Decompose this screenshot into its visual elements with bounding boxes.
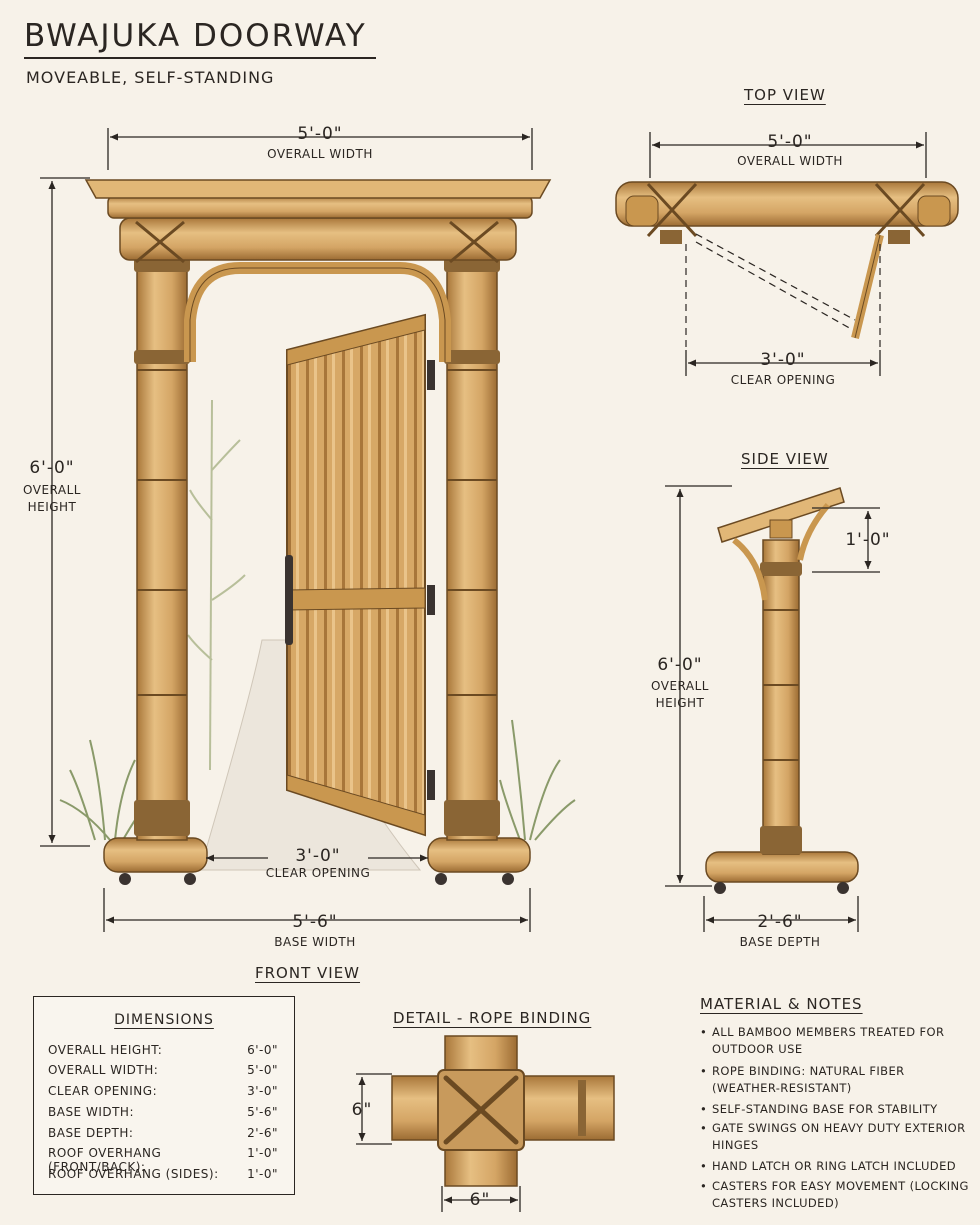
top-clear-opening-value: 3'-0" bbox=[760, 350, 806, 370]
dimensions-table: DIMENSIONS OVERALL HEIGHT: 6'-0" OVERALL … bbox=[33, 996, 295, 1195]
top-overall-width-value: 5'-0" bbox=[767, 132, 813, 152]
note-item: • HAND LATCH OR RING LATCH INCLUDED bbox=[700, 1158, 970, 1175]
detail-width-value: 6" bbox=[469, 1190, 491, 1210]
side-view-drawing bbox=[705, 487, 859, 894]
page-title: BWAJUKA DOORWAY bbox=[24, 18, 367, 54]
side-view-dimensions bbox=[665, 485, 880, 932]
front-overall-width-value: 5'-0" bbox=[297, 124, 343, 144]
bullet: • bbox=[700, 1159, 708, 1173]
side-overall-height-label-2: HEIGHT bbox=[655, 696, 705, 710]
dimension-label: BASE DEPTH: bbox=[48, 1126, 134, 1140]
dimension-label: ROOF OVERHANG (FRONT/BACK): bbox=[48, 1146, 162, 1174]
top-view-dimensions bbox=[649, 132, 927, 376]
plant-grass-back bbox=[187, 399, 246, 771]
dimension-row: BASE WIDTH: 5'-6" bbox=[48, 1105, 278, 1119]
note-text: ALL BAMBOO MEMBERS TREATED FOR OUTDOOR U… bbox=[712, 1025, 945, 1056]
dimension-row: OVERALL HEIGHT: 6'-0" bbox=[48, 1043, 278, 1057]
detail-rope-binding-drawing bbox=[356, 1035, 615, 1212]
dimension-label: CLEAR OPENING: bbox=[48, 1084, 158, 1098]
dimension-label: BASE WIDTH: bbox=[48, 1105, 134, 1119]
side-view-title: SIDE VIEW bbox=[741, 450, 829, 468]
note-text: SELF-STANDING BASE FOR STABILITY bbox=[712, 1102, 938, 1116]
front-overall-height-value: 6'-0" bbox=[29, 458, 75, 478]
side-overall-height-label-1: OVERALL bbox=[651, 679, 709, 693]
side-base-depth-label: BASE DEPTH bbox=[739, 935, 821, 949]
plant-right bbox=[499, 719, 576, 841]
dimension-value: 6'-0" bbox=[247, 1043, 278, 1057]
front-base-width-value: 5'-6" bbox=[292, 912, 338, 932]
front-overall-height-label-2: HEIGHT bbox=[27, 500, 77, 514]
bullet: • bbox=[700, 1102, 708, 1116]
top-view-drawing bbox=[615, 181, 959, 350]
top-clear-opening-label: CLEAR OPENING bbox=[730, 373, 836, 387]
front-overall-height-label-1: OVERALL bbox=[23, 483, 81, 497]
dimension-row: BASE DEPTH: 2'-6" bbox=[48, 1126, 278, 1140]
dimension-value: 3'-0" bbox=[247, 1084, 278, 1098]
note-item: • ALL BAMBOO MEMBERS TREATED FOR OUTDOOR … bbox=[700, 1024, 970, 1058]
bullet: • bbox=[700, 1025, 708, 1039]
front-base-width-label: BASE WIDTH bbox=[274, 935, 356, 949]
dimension-value: 5'-6" bbox=[247, 1105, 278, 1119]
bullet: • bbox=[700, 1064, 708, 1078]
dimension-row: OVERALL WIDTH: 5'-0" bbox=[48, 1063, 278, 1077]
dimensions-title: DIMENSIONS bbox=[114, 1012, 214, 1028]
dimension-row: ROOF OVERHANG (FRONT/BACK): 1'-0" bbox=[48, 1146, 278, 1174]
page-subtitle: MOVEABLE, SELF-STANDING bbox=[26, 68, 275, 87]
dimension-label: OVERALL WIDTH: bbox=[48, 1063, 159, 1077]
side-overall-height-value: 6'-0" bbox=[657, 655, 703, 675]
dimension-label: ROOF OVERHANG (SIDES): bbox=[48, 1167, 219, 1181]
front-view-drawing bbox=[59, 179, 576, 885]
front-view-dimensions bbox=[40, 128, 533, 932]
gate bbox=[285, 313, 435, 837]
dimension-row: ROOF OVERHANG (SIDES): 1'-0" bbox=[48, 1167, 278, 1181]
note-text: CASTERS FOR EASY MOVEMENT (LOCKING CASTE… bbox=[712, 1179, 969, 1210]
top-view-title: TOP VIEW bbox=[744, 86, 826, 104]
note-item: • CASTERS FOR EASY MOVEMENT (LOCKING CAST… bbox=[700, 1178, 970, 1212]
note-text: ROPE BINDING: NATURAL FIBER (WEATHER-RES… bbox=[712, 1064, 905, 1095]
front-clear-opening-value: 3'-0" bbox=[295, 846, 341, 866]
dimension-value: 5'-0" bbox=[247, 1063, 278, 1077]
side-overhang-value: 1'-0" bbox=[845, 530, 891, 550]
front-view-title: FRONT VIEW bbox=[255, 964, 361, 982]
detail-height-value: 6" bbox=[351, 1100, 373, 1120]
dimension-value: 1'-0" bbox=[247, 1146, 278, 1160]
note-item: • GATE SWINGS ON HEAVY DUTY EXTERIOR HING… bbox=[700, 1120, 970, 1154]
top-overall-width-label: OVERALL WIDTH bbox=[737, 154, 843, 168]
bullet: • bbox=[700, 1179, 708, 1193]
dimension-row: CLEAR OPENING: 3'-0" bbox=[48, 1084, 278, 1098]
note-text: GATE SWINGS ON HEAVY DUTY EXTERIOR HINGE… bbox=[712, 1121, 966, 1152]
notes-title: MATERIAL & NOTES bbox=[700, 995, 863, 1013]
dimension-label: OVERALL HEIGHT: bbox=[48, 1043, 163, 1057]
front-clear-opening-label: CLEAR OPENING bbox=[265, 866, 371, 880]
dimension-value: 2'-6" bbox=[247, 1126, 278, 1140]
bullet: • bbox=[700, 1121, 708, 1135]
detail-title: DETAIL - ROPE BINDING bbox=[393, 1009, 592, 1027]
side-base-depth-value: 2'-6" bbox=[757, 912, 803, 932]
note-item: • ROPE BINDING: NATURAL FIBER (WEATHER-RE… bbox=[700, 1063, 970, 1097]
note-text: HAND LATCH OR RING LATCH INCLUDED bbox=[712, 1159, 956, 1173]
front-overall-width-label: OVERALL WIDTH bbox=[267, 147, 373, 161]
note-item: • SELF-STANDING BASE FOR STABILITY bbox=[700, 1101, 970, 1118]
dimension-value: 1'-0" bbox=[247, 1167, 278, 1181]
title-underline bbox=[24, 57, 376, 59]
